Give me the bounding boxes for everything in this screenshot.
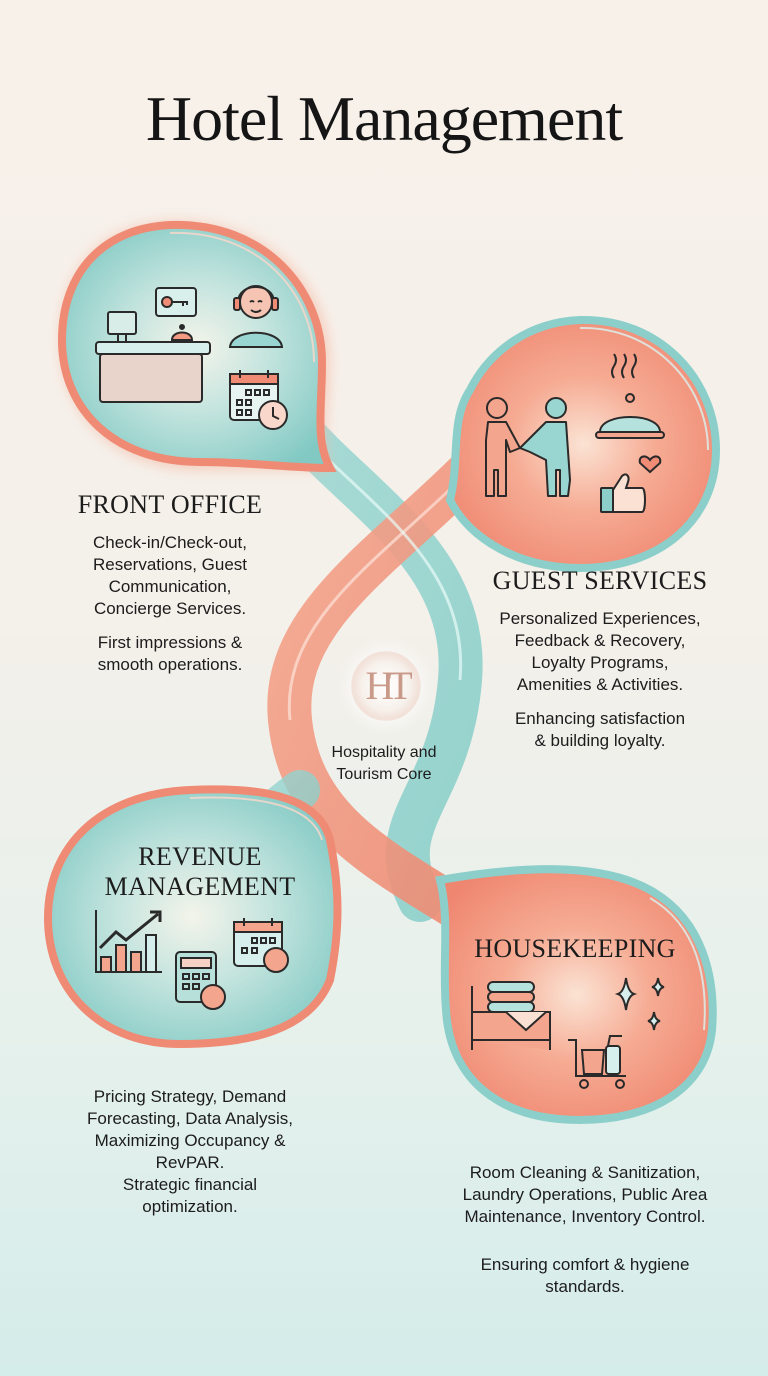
revenue-management-bubble [43,785,342,1049]
description-line: Check-in/Check-out, [92,533,247,552]
tagline-line: optimization. [142,1197,238,1216]
tagline-line: Enhancing satisfaction [514,709,686,728]
description-line: Laundry Operations, Public Area [462,1185,708,1204]
description-line: Loyalty Programs, [531,653,669,672]
headset-agent-icon [228,285,284,348]
guest-services-tagline: Enhancing satisfaction & building loyalt… [470,708,730,752]
guest-services-bubble [445,315,721,573]
tagline-line: standards. [545,1277,625,1296]
description-line: Communication, [108,577,232,596]
description-line: Maintenance, Inventory Control. [464,1207,706,1226]
cleaning-cart-icon [568,1035,626,1089]
front-office-tagline: First impressions & smooth operations. [60,632,280,676]
description-line: Pricing Strategy, Demand [93,1087,287,1106]
growth-chart-icon [95,910,162,973]
housekeeping-tagline: Ensuring comfort & hygiene standards. [420,1254,750,1298]
tagline-line: Ensuring comfort & hygiene [480,1255,690,1274]
page-title: Hotel Management [145,83,623,154]
core-emblem [346,646,426,726]
tagline-line: First impressions & [97,633,243,652]
housekeeping-bubble [435,865,717,1125]
thumbs-up-heart-icon [600,455,662,513]
description-line: RevPAR. [155,1153,225,1172]
core-label-line1: Hospitality and [331,744,437,761]
description-line: Concierge Services. [93,599,247,618]
description-line: Room Cleaning & Sanitization, [469,1163,701,1182]
description-line: Forecasting, Data Analysis, [87,1109,293,1128]
front-office-heading: FRONT OFFICE [77,490,263,519]
reception-desk-icon [95,311,211,403]
ht-logo: HT [365,663,412,708]
guest-services-heading: GUEST SERVICES [492,566,708,595]
revenue-management-description: Pricing Strategy, Demand Forecasting, Da… [60,1086,320,1218]
core-label-line2: Tourism Core [336,766,432,783]
room-key-icon [155,287,197,317]
cloche-icon [595,353,665,439]
description-line: Amenities & Activities. [516,675,684,694]
core-label: Hospitality and Tourism Core [304,742,464,786]
sparkle-icon [614,977,665,1031]
heading-line: REVENUE [138,842,262,871]
calculator-dollar-icon [175,951,226,1010]
heading-line: MANAGEMENT [104,871,296,901]
calendar-dollar-icon [233,918,289,973]
description-line: Personalized Experiences, [499,609,701,628]
calendar-clock-icon [229,370,288,430]
tagline-line: smooth operations. [97,655,243,674]
tagline-line: & building loyalty. [534,731,666,750]
front-office-description: Check-in/Check-out, Reservations, Guest … [60,532,280,620]
revenue-management-heading: REVENUE MANAGEMENT [90,842,310,902]
bed-linens-icon [471,981,551,1050]
description-line: Reservations, Guest [92,555,247,574]
housekeeping-heading: HOUSEKEEPING [474,934,676,963]
description-line: Maximizing Occupancy & [94,1131,286,1150]
tagline-line: Strategic financial [122,1175,258,1194]
guest-services-description: Personalized Experiences, Feedback & Rec… [470,608,730,696]
housekeeping-description: Room Cleaning & Sanitization, Laundry Op… [420,1162,750,1228]
handshake-icon [485,397,571,497]
service-bell-icon [170,324,194,341]
description-line: Feedback & Recovery, [514,631,686,650]
